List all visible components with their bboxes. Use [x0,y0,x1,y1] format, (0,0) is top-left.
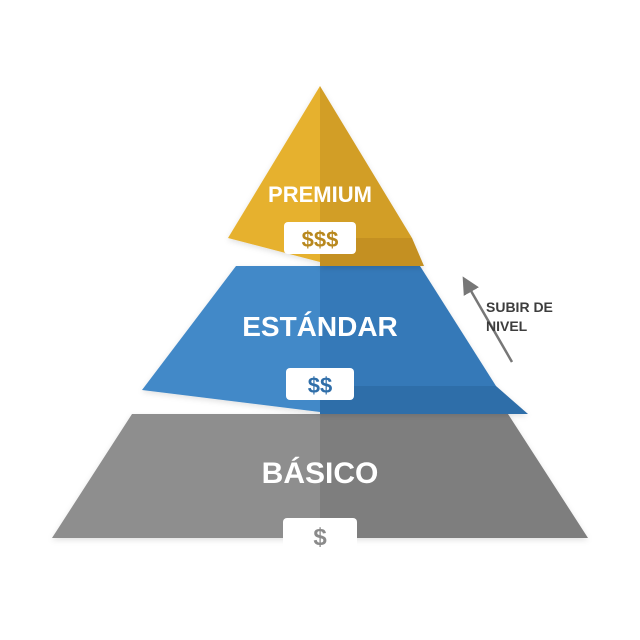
tier-premium-left-face [228,86,320,262]
tier-standard [142,266,528,414]
tier-standard-left-face [142,266,320,412]
tier-standard-right-face [320,266,496,386]
tier-basic-label: BÁSICO [262,456,379,490]
upgrade-label-line2: NIVEL [486,318,528,334]
upgrade-label: SUBIR DE NIVEL [486,299,557,334]
tier-standard-label: ESTÁNDAR [242,311,398,342]
upgrade-label-line1: SUBIR DE [486,299,553,315]
tier-premium-label: PREMIUM [268,182,372,207]
upgrade-arrow-icon [462,276,514,363]
tier-basic-right-face [320,414,588,538]
tier-basic-left-face [52,414,320,538]
tier-premium [228,86,424,266]
tier-basic-price: $ [313,524,327,551]
tier-basic-price-badge: $ [283,518,357,551]
tier-standard-right-underside [320,386,528,414]
tier-standard-price-badge: $$ [286,368,354,400]
tier-premium-right-face [320,86,412,238]
tier-premium-price-badge: $$$ [284,222,356,254]
tier-premium-price: $$$ [302,227,339,252]
tier-standard-price: $$ [308,373,332,398]
tier-basic [52,414,588,538]
